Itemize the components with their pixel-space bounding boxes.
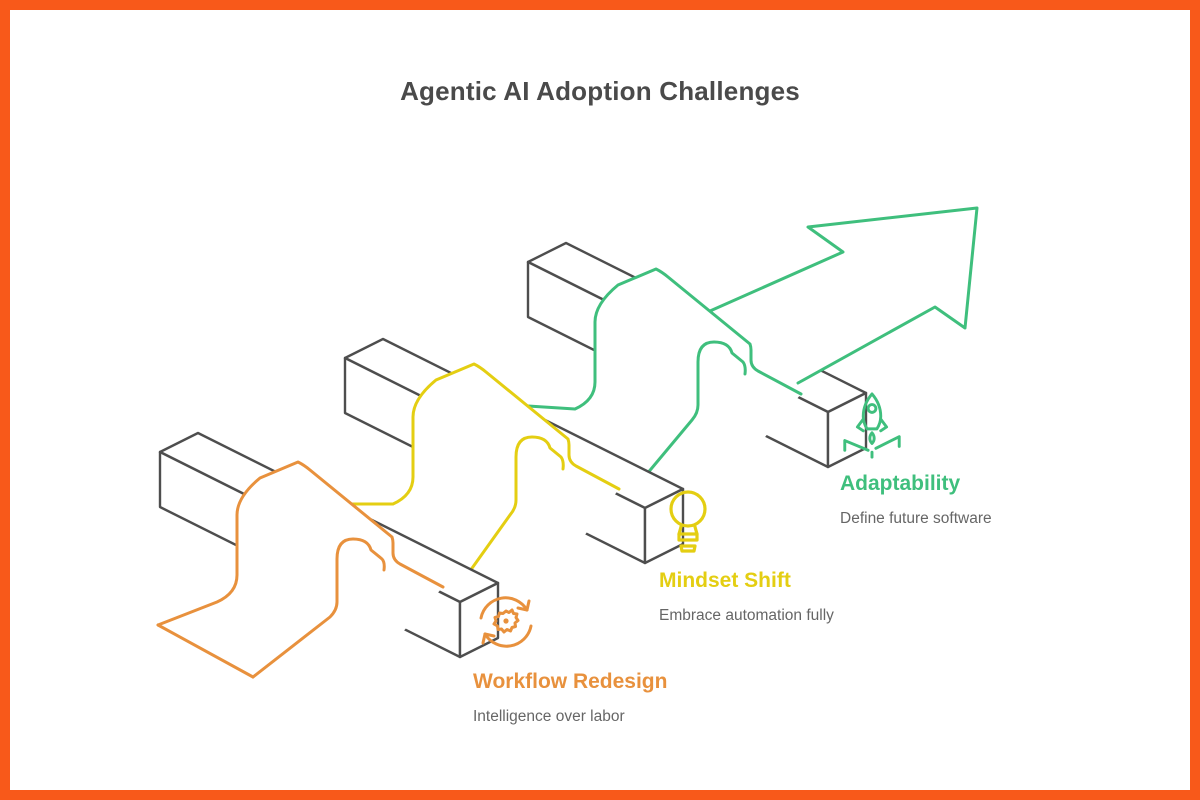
ribbon-tail-cut [156, 623, 255, 679]
stage-adaptability: Adaptability Define future software [840, 390, 992, 528]
growth-arrow [708, 206, 979, 385]
stage-desc-workflow-redesign: Intelligence over labor [473, 708, 625, 725]
rocket-launch-icon [843, 392, 901, 459]
stage-desc-mindset-shift: Embrace automation fully [659, 607, 834, 624]
page-title: Agentic AI Adoption Challenges [400, 76, 800, 106]
stage-label-workflow-redesign: Workflow Redesign [473, 670, 668, 693]
lightbulb-icon [669, 490, 707, 553]
stage-desc-adaptability: Define future software [840, 510, 992, 527]
stage-label-mindset-shift: Mindset Shift [659, 569, 791, 592]
ribbon-segment-workflow [156, 460, 445, 679]
ribbon-segment-adaptability [526, 267, 803, 494]
stage-mindset-shift: Mindset Shift Embrace automation fully [659, 487, 834, 625]
hurdle-path-diagram [156, 206, 979, 679]
gear-sync-icon [479, 596, 533, 648]
stage-workflow-redesign: Workflow Redesign Intelligence over labo… [473, 590, 667, 726]
stage-label-adaptability: Adaptability [840, 472, 961, 495]
